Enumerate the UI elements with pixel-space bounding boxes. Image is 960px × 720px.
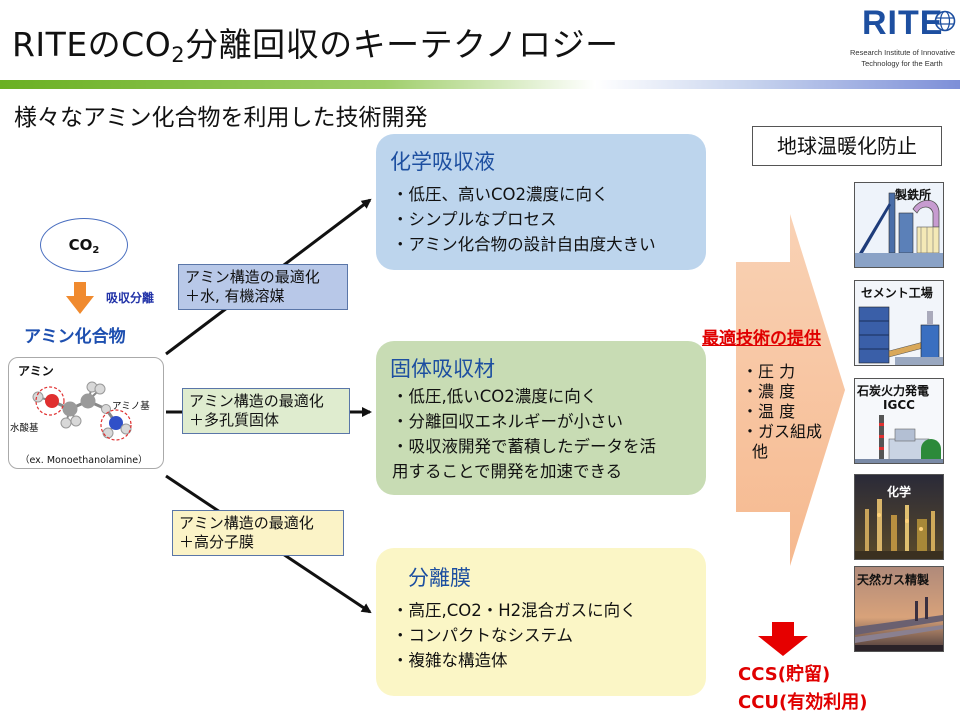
down-red-arrow bbox=[758, 622, 808, 656]
absorb-separation-label: 吸収分離 bbox=[106, 291, 155, 305]
list-item: ・温 度 bbox=[742, 402, 796, 421]
solid-sorbent-list: ・低圧,低いCO2濃度に向く ・分離回収エネルギーが小さい ・吸収液開発で蓄積し… bbox=[392, 384, 656, 484]
industry-label-chemical: 化学 bbox=[887, 485, 912, 499]
industry-label-natural-gas: 天然ガス精製 bbox=[857, 573, 930, 587]
industry-cement-plant: セメント工場 bbox=[854, 280, 944, 366]
list-item: ・低圧、高いCO2濃度に向く bbox=[392, 185, 609, 204]
condition-3-line-1: アミン構造の最適化 bbox=[179, 514, 314, 532]
steel-mill-icon bbox=[855, 183, 943, 267]
industry-steel-mill: 製鉄所 bbox=[854, 182, 944, 268]
goal-box: 地球温暖化防止 bbox=[752, 126, 942, 166]
rite-logo: RITE Research Institute of Innovative Te… bbox=[850, 4, 956, 74]
membrane-list: ・高圧,CO2・H2混合ガスに向く ・コンパクトなシステム ・複雑な構造体 bbox=[392, 598, 637, 673]
big-right-arrow bbox=[736, 214, 845, 566]
page-title: RITEのCO2分離回収のキーテクノロジー bbox=[12, 25, 619, 67]
header-divider bbox=[0, 80, 960, 89]
chemical-absorption-list: ・低圧、高いCO2濃度に向く ・シンプルなプロセス ・アミン化合物の設計自由度大… bbox=[392, 182, 656, 257]
molecule-panel bbox=[8, 357, 164, 469]
molecule-title: アミン bbox=[18, 364, 54, 378]
list-item: 用することで開発を加速できる bbox=[392, 462, 623, 481]
list-item: ・複雑な構造体 bbox=[392, 651, 508, 670]
subtitle: 様々なアミン化合物を利用した技術開発 bbox=[14, 105, 428, 131]
condition-1-line-2: ＋水, 有機溶媒 bbox=[185, 287, 285, 305]
logo-mark: RITE bbox=[862, 4, 944, 42]
absorb-down-arrow bbox=[66, 282, 94, 314]
ccu-label: CCU(有効利用) bbox=[738, 692, 868, 713]
list-item: ・低圧,低いCO2濃度に向く bbox=[392, 387, 598, 406]
industry-label-steel: 製鉄所 bbox=[895, 188, 932, 202]
cement-plant-icon bbox=[855, 281, 943, 365]
amine-compound-label: アミン化合物 bbox=[24, 327, 126, 347]
process-conditions-list: ・圧 力 ・濃 度 ・温 度 ・ガス組成 他 bbox=[742, 362, 822, 462]
chemical-absorption-title: 化学吸収液 bbox=[390, 150, 495, 174]
logo-line-1: Research Institute of Innovative bbox=[850, 48, 956, 57]
chemical-absorption-box bbox=[376, 134, 706, 270]
globe-icon bbox=[934, 10, 956, 32]
list-item: 他 bbox=[752, 442, 769, 461]
molecule-caption: （ex. Monoethanolamine） bbox=[20, 455, 148, 466]
industry-chemical: 化学 bbox=[854, 474, 944, 560]
list-item: ・ガス組成 bbox=[742, 422, 823, 441]
industry-coal-power: 石炭火力発電 IGCC bbox=[854, 378, 944, 464]
best-technology-label: 最適技術の提供 bbox=[702, 329, 821, 349]
condition-1-line-1: アミン構造の最適化 bbox=[185, 268, 320, 286]
list-item: ・高圧,CO2・H2混合ガスに向く bbox=[392, 601, 637, 620]
condition-3-line-2: ＋高分子膜 bbox=[179, 533, 255, 551]
list-item: ・吸収液開発で蓄積したデータを活 bbox=[392, 437, 656, 456]
hydroxyl-label: 水酸基 bbox=[10, 423, 39, 434]
list-item: ・アミン化合物の設計自由度大きい bbox=[392, 235, 656, 254]
list-item: ・シンプルなプロセス bbox=[392, 210, 557, 229]
solid-sorbent-title: 固体吸収材 bbox=[390, 357, 495, 381]
industry-label-coal: 石炭火力発電 bbox=[857, 384, 930, 398]
chemical-plant-icon bbox=[855, 475, 943, 559]
list-item: ・濃 度 bbox=[742, 382, 796, 401]
condition-2-line-2: ＋多孔質固体 bbox=[189, 411, 280, 429]
solid-sorbent-box bbox=[376, 341, 706, 495]
list-item: ・分離回収エネルギーが小さい bbox=[392, 412, 623, 431]
membrane-box bbox=[376, 548, 706, 696]
list-item: ・コンパクトなシステム bbox=[392, 626, 574, 645]
industry-label-igcc: IGCC bbox=[883, 398, 915, 412]
membrane-title: 分離膜 bbox=[408, 566, 471, 590]
condition-label-2: アミン構造の最適化 ＋多孔質固体 bbox=[182, 388, 350, 434]
natural-gas-icon bbox=[855, 567, 943, 651]
condition-label-3: アミン構造の最適化 ＋高分子膜 bbox=[172, 510, 344, 556]
industry-natural-gas: 天然ガス精製 bbox=[854, 566, 944, 652]
coal-power-icon bbox=[855, 379, 943, 463]
amino-label: アミノ基 bbox=[112, 401, 150, 412]
industry-label-cement: セメント工場 bbox=[861, 286, 933, 300]
co2-node: CO2 bbox=[40, 218, 128, 272]
condition-label-1: アミン構造の最適化 ＋水, 有機溶媒 bbox=[178, 264, 348, 310]
logo-line-2: Technology for the Earth bbox=[861, 59, 943, 68]
list-item: ・圧 力 bbox=[742, 362, 796, 381]
condition-2-line-1: アミン構造の最適化 bbox=[189, 392, 324, 410]
ccs-label: CCS(貯留) bbox=[738, 664, 831, 685]
monoethanolamine-molecule bbox=[32, 381, 132, 441]
